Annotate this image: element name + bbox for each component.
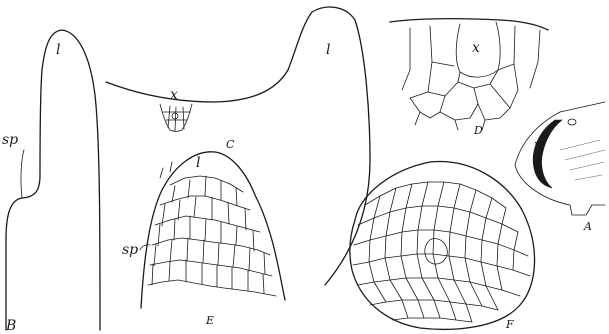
panel-a: x A (515, 102, 605, 233)
panel-e-top-label: l (196, 155, 200, 171)
panel-d: x D (390, 19, 548, 137)
panel-b-label: B (5, 318, 16, 334)
panel-e-label: E (205, 314, 214, 327)
panel-d-mark: x (472, 40, 480, 56)
panel-f-label: F (505, 318, 514, 331)
panel-d-cells (402, 22, 540, 130)
panel-f: F (350, 162, 535, 331)
panel-b: l sp B (2, 30, 100, 334)
panel-a-faint-shading (560, 140, 605, 180)
panel-b-top-label: l (56, 42, 60, 58)
panel-c-x-cells (160, 104, 192, 132)
panel-d-top-edge (390, 19, 548, 30)
panel-e-spur (140, 245, 150, 250)
panel-b-leaf-outline (6, 30, 100, 330)
panel-c-label: C (226, 138, 235, 151)
panel-b-side-label: sp (2, 132, 18, 148)
panel-a-outline (515, 102, 605, 215)
panel-e-side-label: sp (122, 242, 138, 258)
panel-a-dark-curve (533, 120, 562, 188)
panel-c: x l C (106, 7, 370, 285)
panel-f-cell-network (353, 182, 530, 322)
panel-a-small-oval (568, 119, 576, 125)
panel-e: l sp E (122, 152, 285, 327)
panel-c-top-label: l (326, 42, 330, 58)
panel-f-outline (350, 162, 535, 330)
panel-d-label: D (473, 124, 483, 137)
panel-a-mark: x (534, 138, 541, 151)
panel-b-spur (21, 150, 24, 198)
panel-a-label: A (583, 220, 592, 233)
panel-c-mark: x (170, 87, 178, 103)
